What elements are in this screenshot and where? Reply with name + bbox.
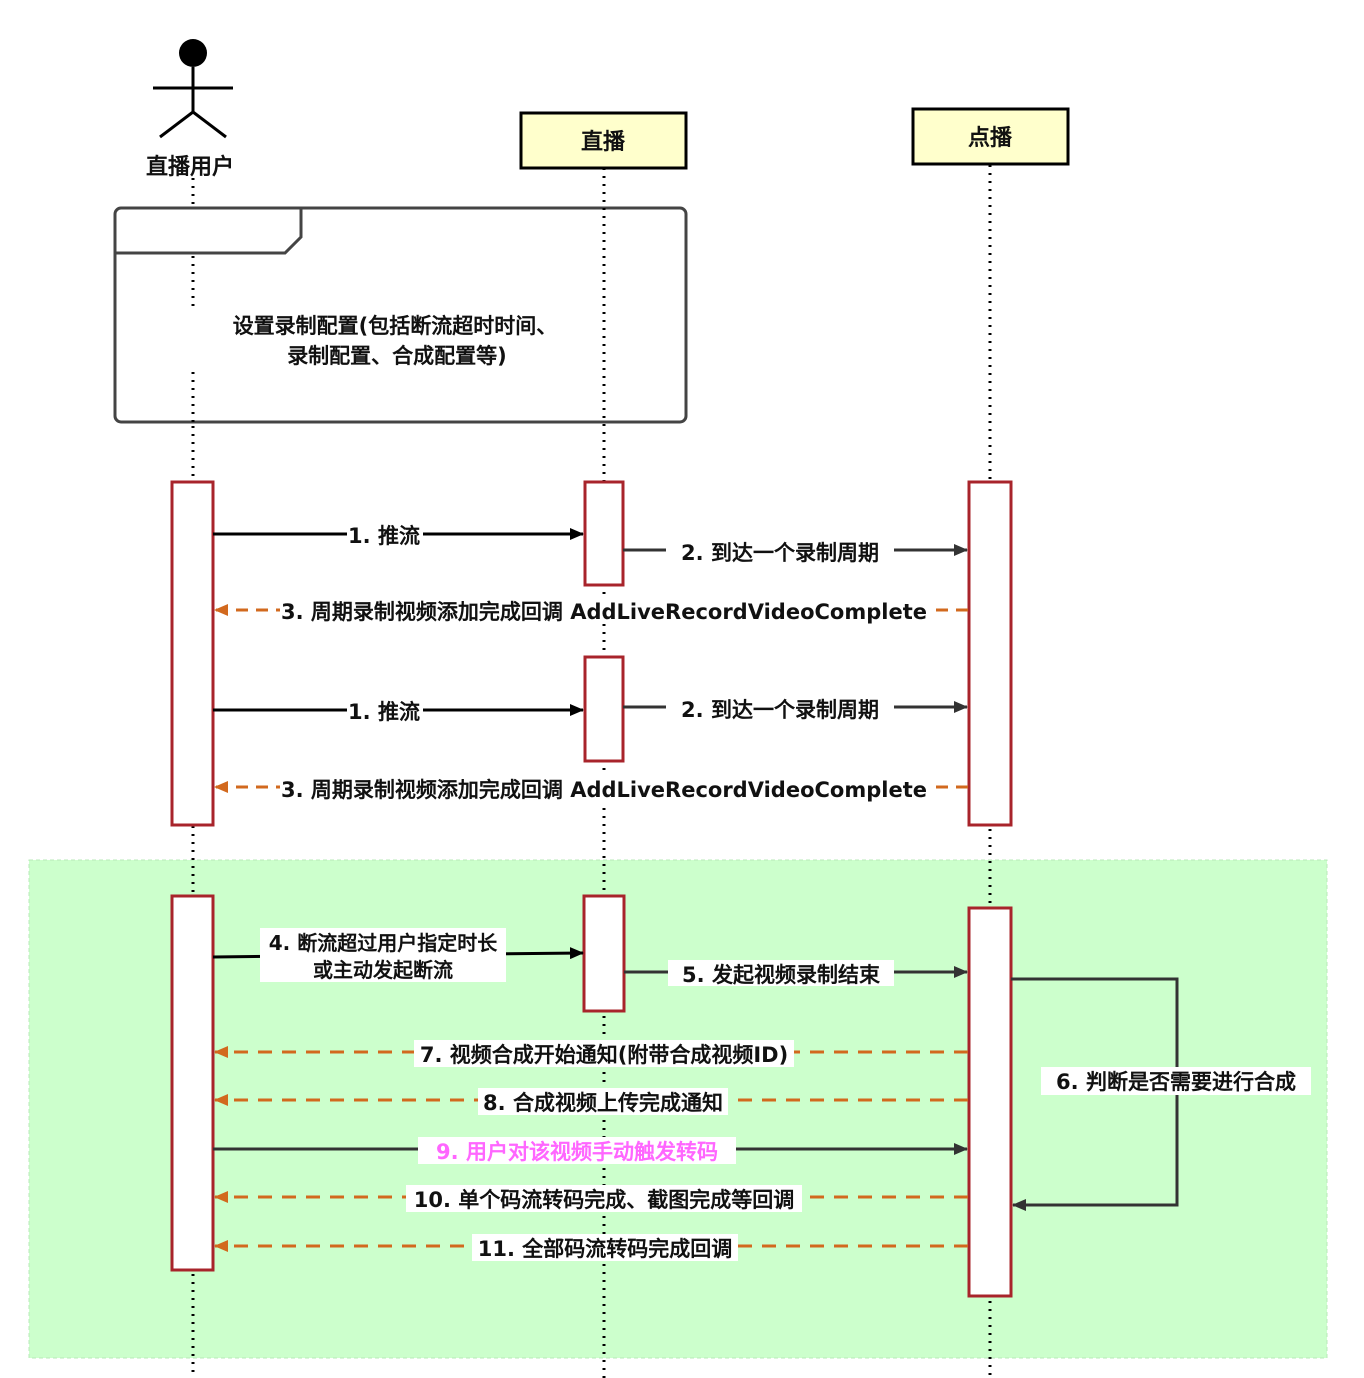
activation-vod-2	[967, 906, 1013, 1298]
activation-live-2	[583, 655, 625, 763]
actor-user-label: 直播用户	[146, 154, 234, 180]
label-m4-line2: 或主动发起断流	[313, 958, 453, 982]
label-m1b: 1. 推流	[348, 700, 420, 724]
participant-vod-box	[911, 107, 1070, 166]
label-m1a: 1. 推流	[348, 524, 420, 548]
activation-live-1	[583, 480, 625, 587]
activation-vod-1	[967, 480, 1013, 827]
config-note-line2: 录制配置、合成配置等)	[287, 344, 507, 368]
label-m8: 8. 合成视频上传完成通知	[483, 1091, 723, 1115]
label-m4-line1: 4. 断流超过用户指定时长	[269, 931, 498, 955]
label-m11: 11. 全部码流转码完成回调	[478, 1237, 733, 1261]
label-m3b: 3. 周期录制视频添加完成回调 AddLiveRecordVideoComple…	[281, 778, 927, 802]
participant-live-box	[519, 111, 688, 170]
label-m10: 10. 单个码流转码完成、截图完成等回调	[414, 1188, 795, 1212]
user-actor-icon	[153, 39, 233, 139]
config-frame-tab	[115, 208, 303, 255]
label-m3a: 3. 周期录制视频添加完成回调 AddLiveRecordVideoComple…	[281, 600, 927, 624]
activation-live-3	[582, 894, 626, 1013]
participant-vod-label: 点播	[968, 125, 1013, 151]
participant-live-label: 直播	[581, 129, 626, 155]
label-m5: 5. 发起视频录制结束	[682, 963, 881, 987]
config-note-line1: 设置录制配置(包括断流超时时间、	[233, 314, 558, 338]
label-m6: 6. 判断是否需要进行合成	[1056, 1070, 1296, 1094]
activation-user-2	[170, 894, 215, 1272]
label-m2b: 2. 到达一个录制周期	[681, 698, 879, 722]
config-frame	[113, 206, 688, 424]
label-m2a: 2. 到达一个录制周期	[681, 541, 879, 565]
activation-user-1	[170, 480, 215, 827]
label-m7: 7. 视频合成开始通知(附带合成视频ID)	[420, 1043, 788, 1067]
label-m9: 9. 用户对该视频手动触发转码	[436, 1140, 718, 1164]
